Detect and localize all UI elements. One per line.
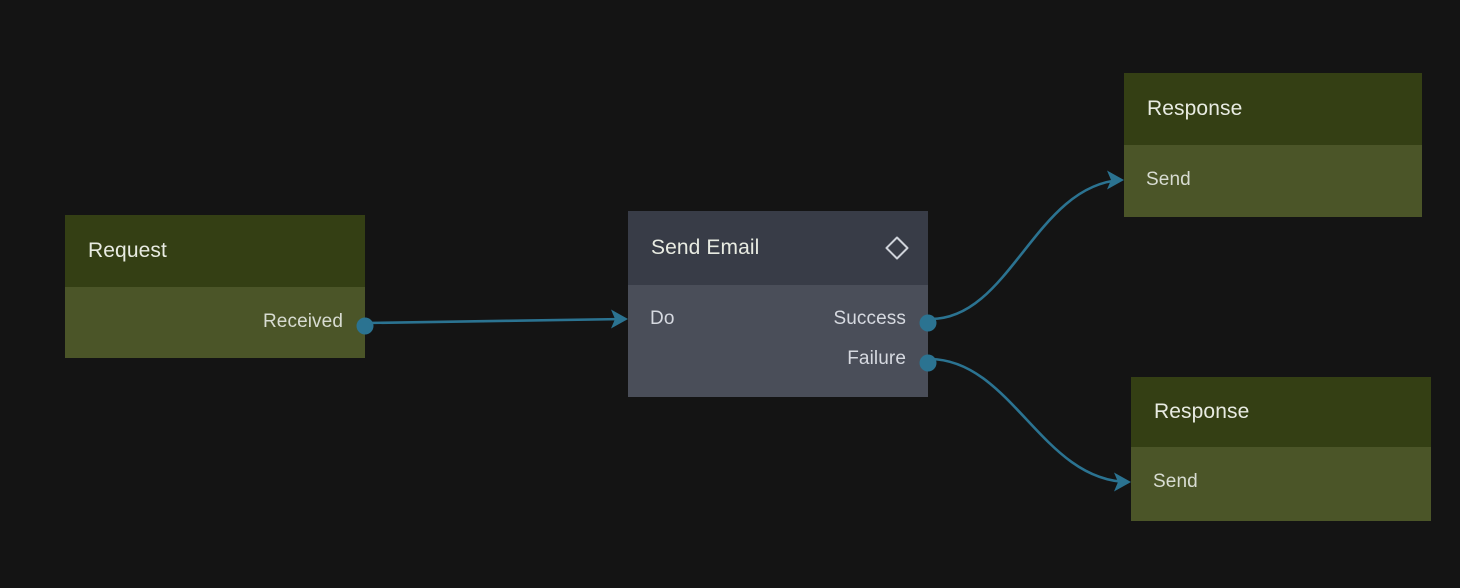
node-header-request[interactable]: Request	[65, 215, 365, 287]
output-port-dot[interactable]	[356, 317, 374, 335]
node-header-send-email[interactable]: Send Email	[628, 211, 928, 285]
output-port-row[interactable]: Failure	[628, 348, 928, 370]
input-port-label: Send	[1146, 169, 1191, 190]
node-body-response-failure: Send	[1131, 447, 1431, 521]
node-body-request: Received	[65, 287, 365, 358]
node-title: Response	[1147, 97, 1243, 120]
edge-failure-send[interactable]	[928, 357, 1131, 492]
node-body-response-success: Send	[1124, 145, 1422, 217]
edge-arrowhead	[611, 309, 628, 329]
output-port-label: Failure	[847, 348, 906, 369]
edge-arrowhead	[1107, 170, 1124, 190]
edge-success-send[interactable]	[928, 170, 1124, 321]
node-title: Request	[88, 239, 167, 262]
input-port-label: Send	[1153, 471, 1198, 492]
output-port-row[interactable]: Success	[628, 308, 928, 330]
output-port-row[interactable]: Received	[65, 311, 365, 333]
edge-path	[928, 357, 1130, 484]
input-port-row[interactable]: Do	[628, 308, 928, 330]
node-title: Send Email	[651, 236, 760, 259]
edge-received-do[interactable]	[364, 309, 628, 329]
output-port-dot[interactable]	[919, 354, 937, 372]
diamond-icon	[885, 236, 909, 260]
output-port-label: Received	[262, 311, 343, 332]
edge-path	[928, 178, 1123, 321]
edge-arrowhead	[1114, 472, 1131, 492]
output-port-label: Success	[833, 308, 906, 329]
input-port-row[interactable]: Send	[1131, 471, 1431, 493]
node-title: Response	[1154, 400, 1250, 423]
node-header-response-success[interactable]: Response	[1124, 73, 1422, 145]
edge-path	[364, 317, 627, 325]
node-header-response-failure[interactable]: Response	[1131, 377, 1431, 447]
input-port-label: Do	[650, 308, 675, 329]
output-port-dot[interactable]	[919, 314, 937, 332]
input-port-row[interactable]: Send	[1124, 169, 1422, 191]
